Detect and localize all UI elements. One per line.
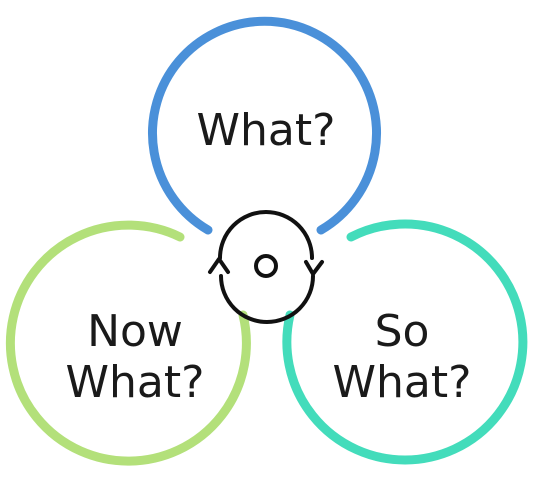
now-what-label-line-2: What? xyxy=(66,357,205,408)
so-what-circle: So What? xyxy=(282,219,528,465)
now-what-label-line-1: Now xyxy=(87,306,183,357)
refresh-cycle-icon xyxy=(208,210,324,324)
so-what-label-line-1: So xyxy=(375,306,430,357)
now-what-circle: Now What? xyxy=(5,220,251,466)
so-what-label-line-2: What? xyxy=(333,357,472,408)
so-what-circle-ring xyxy=(282,219,528,465)
now-what-circle-ring xyxy=(5,220,251,466)
what-circle-ring xyxy=(148,16,381,235)
what-circle: What? xyxy=(148,16,381,235)
what-label: What? xyxy=(197,105,336,156)
